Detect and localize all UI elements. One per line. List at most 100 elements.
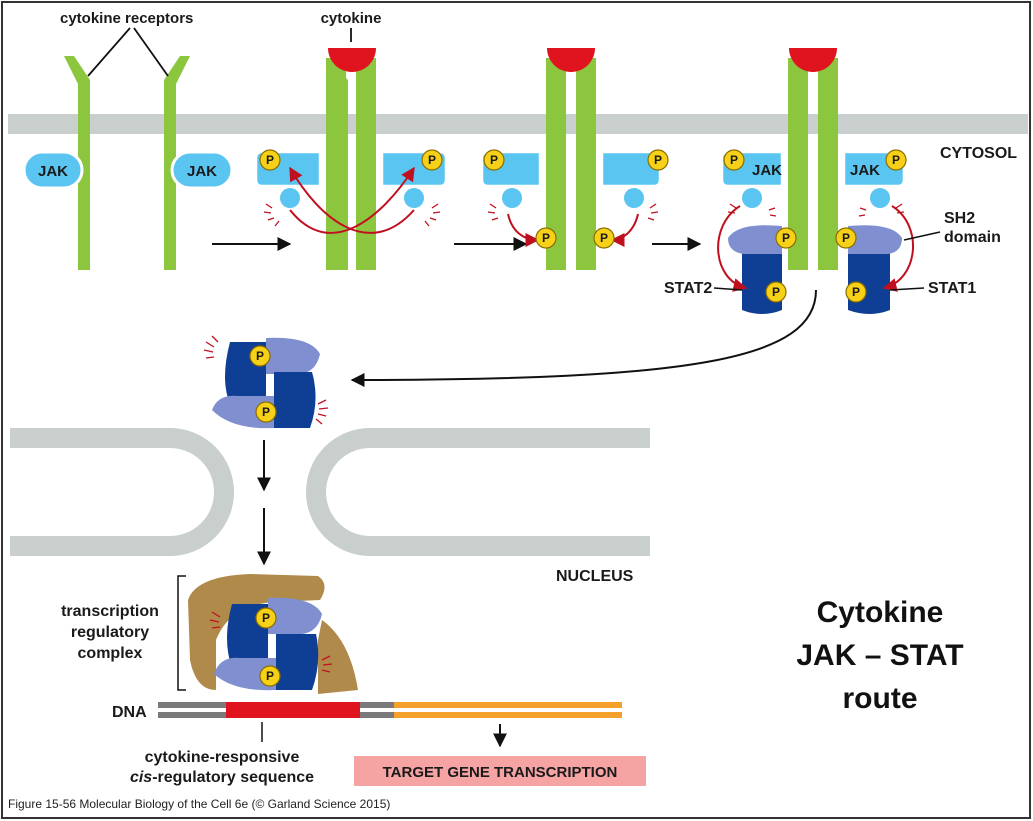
phosphate-label: P [542,231,550,245]
receptor-stalk [326,58,346,270]
dna-gene-segment [394,712,622,718]
phosphate-circle [723,149,745,171]
cis-label-line2: cis-regulatory sequence [130,769,314,786]
phosphate-badge: P [255,607,277,629]
phosphate-circle [249,345,271,367]
stat2-sh2-domain [728,225,782,254]
phosphate-label: P [428,153,436,167]
phosphate-circle [593,227,615,249]
phosphate-badge: P [255,401,277,423]
dna-label: DNA [112,704,147,721]
phosphate-badge: P [421,149,443,171]
cis-label-line1: cytokine-responsive [145,749,300,766]
dna-cis-segment [226,712,360,718]
jak-label: JAK [752,162,782,179]
nucleus-label: NUCLEUS [556,568,634,585]
trc-label-line2: regulatory [71,624,149,641]
phosphate-label: P [842,231,850,245]
jak-kinase-knob [870,188,890,208]
jak-shape [22,150,84,190]
complex-protein-left [188,574,325,690]
stat-light-domain [268,597,322,634]
phosphate-label: P [490,153,498,167]
stage3-receptor-phosphorylation [480,48,662,270]
phosphate-circle [483,149,505,171]
phosphate-layer: P P P P P P P P P P P P P P P P [249,149,907,687]
jak-label: JAK [187,163,217,180]
nuclear-envelope [10,428,650,556]
phosphate-label: P [600,231,608,245]
phosphate-circle [885,149,907,171]
phosphate-label: P [266,153,274,167]
cytokine-receptors-label: cytokine receptors [60,10,193,27]
phosphate-badge: P [723,149,745,171]
phosphate-circle [535,227,557,249]
phosphate-label: P [892,153,900,167]
jak-shape [170,150,234,190]
phosphate-badge: P [593,227,615,249]
phosphate-badge: P [775,227,797,249]
stat-light-domain [212,395,274,429]
label-leader [889,287,925,291]
phosphate-circle [775,227,797,249]
phosphate-circle [421,149,443,171]
receptor-stalk [576,58,596,270]
phosphate-circle [255,607,277,629]
nuclear-envelope-left [10,428,234,556]
phosphate-badge: P [885,149,907,171]
stat2-label: STAT2 [664,280,712,297]
jak-label: JAK [38,163,68,180]
sh2-label-line2: domain [944,229,1001,246]
label-leader [133,27,169,77]
phosphorylation-arrow [882,205,914,292]
cytosol-label: CYTOSOL [940,145,1017,162]
jak-kinase-knob [502,188,522,208]
phosphate-label: P [256,349,264,363]
label-leader [713,287,743,291]
phosphate-badge: P [259,149,281,171]
phosphate-circle [259,149,281,171]
label-leader [87,27,131,77]
plasma-membrane [8,114,1028,134]
phosphate-label: P [266,669,274,683]
stage1-receptors: JAK JAK [22,56,234,270]
stat-dark-body [276,634,319,690]
phosphate-label: P [654,153,662,167]
dna-segment [360,702,394,708]
nuclear-envelope-right [306,428,650,556]
activity-rays [263,203,441,227]
phosphate-circle [255,401,277,423]
cis-italic: cis [130,769,152,786]
target-transcription-label: TARGET GENE TRANSCRIPTION [383,764,618,781]
phosphate-badge: P [835,227,857,249]
receptor-stalk [818,58,838,270]
dna-cis-segment [226,706,360,714]
phosphate-badge: P [845,281,867,303]
dna-segment [158,712,226,718]
activity-rays [487,203,659,221]
receptor-stalk [356,58,376,270]
title-line1: Cytokine [817,596,944,629]
activity-rays [209,611,333,673]
stat1-label: STAT1 [928,280,976,297]
stat-dark-body [274,372,316,428]
phosphate-label: P [852,285,860,299]
release-arrow [350,289,817,387]
phosphate-badge: P [647,149,669,171]
phosphate-label: P [262,611,270,625]
stat1-sh2-domain [848,225,902,254]
stage2-binding [254,48,448,270]
dna-segment [158,702,226,708]
complex-protein-right [318,620,358,694]
stat-light-domain [214,657,276,691]
stat-light-domain [266,337,320,374]
stage4-stat-recruitment: JAK JAK [717,48,914,314]
jak-kinase-knob [280,188,300,208]
phosphate-label: P [772,285,780,299]
phosphate-circle [835,227,857,249]
jak-kinase-knob [624,188,644,208]
sh2-label-line1: SH2 [944,210,975,227]
phosphate-circle [259,665,281,687]
